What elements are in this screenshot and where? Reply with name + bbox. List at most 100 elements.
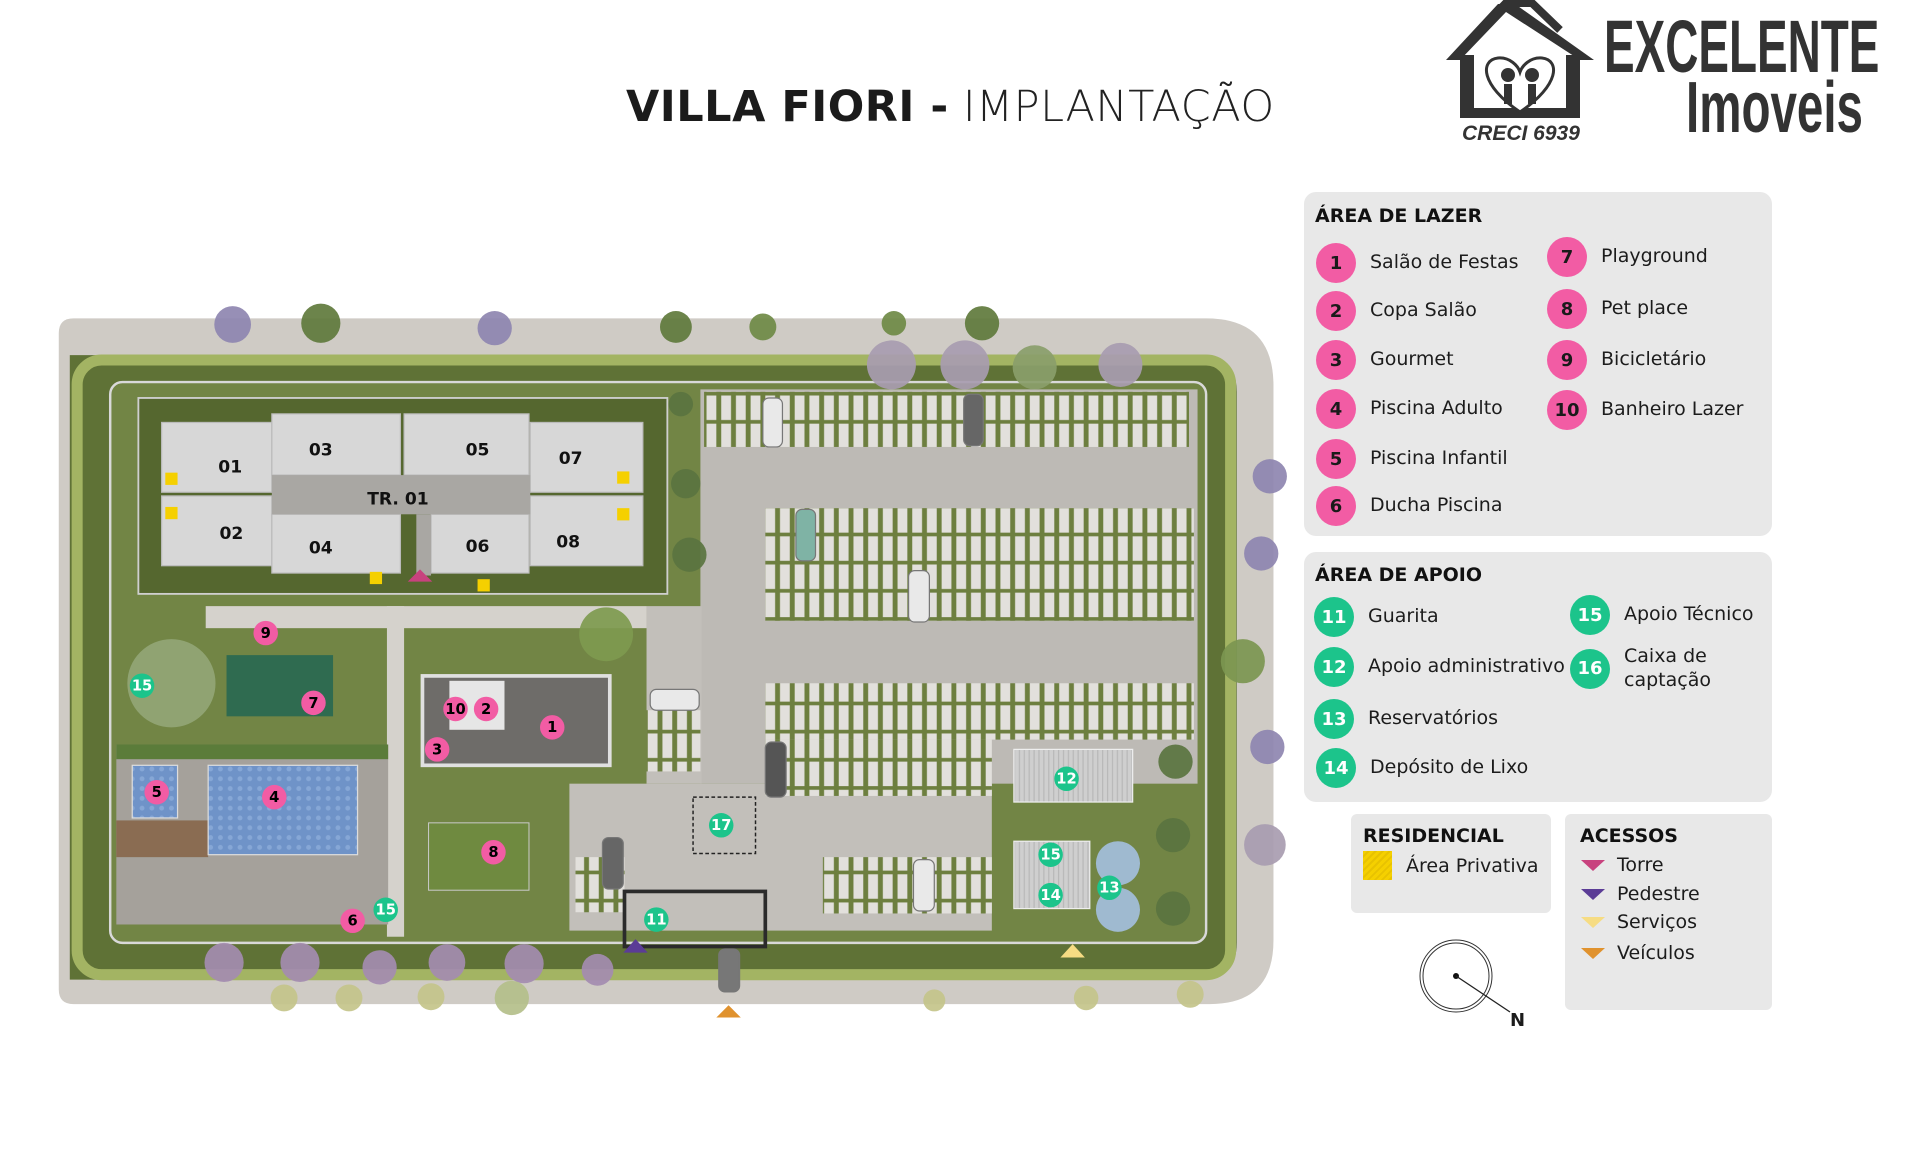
legend-label: Reservatórios (1368, 707, 1499, 730)
title-light: IMPLANTAÇÃO (962, 82, 1275, 132)
svg-text:17: 17 (711, 817, 731, 834)
legend-label: Copa Salão (1370, 299, 1477, 322)
compass-north-label: N (1510, 1010, 1526, 1031)
svg-text:12: 12 (1056, 771, 1076, 788)
north-compass: N (1418, 938, 1538, 1038)
legend-acessos-title: ACESSOS (1580, 825, 1678, 847)
tree (127, 639, 216, 728)
cars (601, 393, 984, 993)
legend-apoio (1304, 552, 1772, 802)
logo-line2: Imoveis (1686, 68, 1863, 148)
tree (579, 607, 634, 662)
pool-adult (207, 764, 359, 856)
pet-place (428, 822, 530, 891)
svg-text:13: 13 (1099, 880, 1119, 897)
tree (581, 953, 614, 986)
marker-17: 17 (708, 813, 734, 838)
tree (280, 942, 320, 983)
legend-number: 10 (1547, 390, 1587, 430)
trees (127, 303, 1287, 1016)
legend-label: Pet place (1601, 297, 1689, 320)
marker-guarita: 11 (644, 907, 669, 932)
tree (964, 306, 1000, 341)
tree (428, 944, 466, 981)
svg-text:6: 6 (348, 913, 358, 930)
legend-number: 13 (1314, 699, 1354, 739)
legend-label: Banheiro Lazer (1601, 398, 1744, 421)
legend-item: 3 Gourmet (1316, 340, 1454, 380)
svg-text:15: 15 (375, 902, 395, 919)
house-heart-icon (1446, 0, 1594, 118)
access-pedestre (623, 939, 648, 953)
legend-number: 8 (1547, 289, 1587, 329)
legend-item: 15 Apoio Técnico (1570, 595, 1754, 635)
svg-text:5: 5 (152, 784, 162, 801)
tree (477, 311, 512, 346)
unit-label: 03 (309, 441, 333, 461)
tree (417, 983, 445, 1011)
triangle-down-icon (1581, 916, 1605, 928)
marker-apoio-admin: 12 (1054, 766, 1079, 792)
legend-label: Piscina Infantil (1370, 447, 1508, 470)
legend-lazer-title: ÁREA DE LAZER (1315, 205, 1483, 227)
access-veiculos (716, 1005, 741, 1018)
legend-number: 5 (1316, 439, 1356, 479)
unit-label: 02 (220, 524, 244, 544)
marker-apoio-tecnico: 15 (373, 897, 398, 923)
legend-label: Gourmet (1370, 348, 1454, 371)
legend-item: 8 Pet place (1547, 289, 1688, 329)
legend-label: Área Privativa (1406, 855, 1539, 877)
tree (1012, 345, 1057, 390)
tree (672, 537, 707, 572)
svg-text:14: 14 (1040, 887, 1060, 904)
legend-number: 3 (1316, 340, 1356, 380)
tree (204, 942, 244, 983)
legend-label: Torre (1617, 854, 1664, 876)
svg-text:3: 3 (432, 741, 442, 758)
private-area-swatch (1363, 851, 1392, 880)
legend-label: Apoio Técnico (1624, 603, 1754, 626)
tree (270, 984, 298, 1012)
legend-number: 15 (1570, 595, 1610, 635)
tree (866, 340, 916, 390)
tree (1220, 639, 1265, 684)
tree (504, 944, 544, 984)
access-torre (407, 569, 433, 582)
tower-core (271, 475, 531, 515)
tree (660, 311, 692, 343)
legend-label: Depósito de Lixo (1370, 756, 1529, 779)
legend-label: Serviços (1617, 911, 1698, 933)
unit-label: 01 (218, 458, 242, 478)
tower-label: TR. 01 (367, 489, 429, 509)
svg-text:15: 15 (132, 678, 152, 695)
legend-label: Apoio administrativo (1368, 655, 1565, 678)
legend-lazer (1304, 192, 1772, 536)
legend-number: 9 (1547, 340, 1587, 380)
compass-icon (1419, 939, 1511, 1013)
tree (1098, 342, 1143, 387)
legend-item: 5 Piscina Infantil (1316, 439, 1508, 479)
private-area-markers (165, 471, 630, 592)
tree (1155, 817, 1191, 853)
triangle-down-icon (1581, 888, 1605, 900)
logo-creci: CRECI 6939 (1462, 122, 1580, 145)
legend-number: 4 (1316, 389, 1356, 429)
legend-label: Ducha Piscina (1370, 494, 1503, 517)
marker-piscina-adulto: 4 (262, 784, 287, 810)
marker-gourmet: 3 (424, 737, 450, 762)
unit-label: 04 (309, 538, 333, 558)
legend-item: 13 Reservatórios (1314, 699, 1498, 739)
tree (1244, 536, 1279, 571)
legend-access-veiculos: Veículos (1581, 942, 1695, 964)
page-title: VILLA FIORI - IMPLANTAÇÃO (626, 82, 1275, 132)
marker-playground: 7 (301, 690, 326, 716)
legend-label: Veículos (1617, 942, 1695, 964)
access-servicos (1060, 944, 1085, 958)
tree (362, 950, 397, 985)
